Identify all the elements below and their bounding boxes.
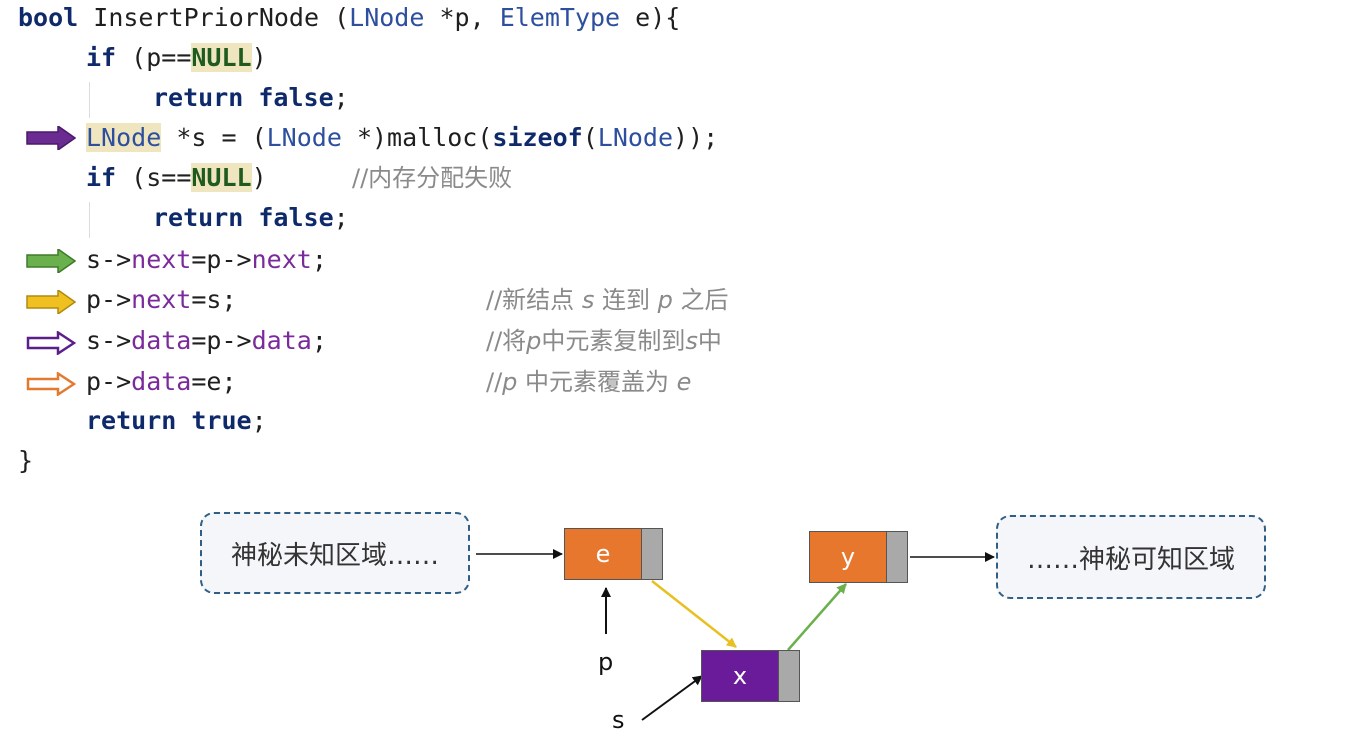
code-line-return-true: return true; xyxy=(0,403,267,439)
paren-close: )); xyxy=(673,123,719,152)
type-lnode: LNode xyxy=(597,123,674,152)
node-s: x xyxy=(701,650,800,702)
field-next: next xyxy=(131,285,192,314)
keyword-false: false xyxy=(258,83,334,112)
field-next: next xyxy=(131,245,192,274)
node-s-next-field xyxy=(778,651,799,701)
code-s-arrow: s-> xyxy=(86,326,132,355)
code-line-s-data: s->data=p->data; //将p中元素复制到s中 xyxy=(0,323,722,359)
field-next: next xyxy=(251,245,312,274)
arrow-right-filled-yellow-icon xyxy=(26,290,76,314)
code-p-arrow: p-> xyxy=(86,367,132,396)
keyword-null: NULL xyxy=(191,163,252,192)
condition-close: ) xyxy=(251,163,267,192)
arrow-right-outline-purple-icon xyxy=(26,331,76,355)
param-e: e){ xyxy=(620,3,681,32)
paren-open: ( xyxy=(582,123,598,152)
node-p: e xyxy=(564,528,663,580)
code-p-arrow: p-> xyxy=(86,285,132,314)
code-line-signature: bool InsertPriorNode (LNode *p, ElemType… xyxy=(0,0,680,36)
code-line-p-next: p->next=s; //新结点 s 连到 p 之后 xyxy=(0,282,728,318)
condition-open: (s== xyxy=(116,163,192,192)
code-line-p-data: p->data=e; //p 中元素覆盖为 e xyxy=(0,364,691,400)
pointer-s xyxy=(641,675,703,721)
link-x-to-y xyxy=(787,583,847,651)
node-next-next-field xyxy=(886,532,907,582)
param-p: *p, xyxy=(424,3,500,32)
field-data: data xyxy=(131,326,192,355)
arrow-right-filled-purple-icon xyxy=(26,126,76,150)
condition-open: (p== xyxy=(116,43,192,72)
code-line-s-next: s->next=p->next; xyxy=(0,242,327,278)
indent-guide xyxy=(89,82,90,118)
code-block: bool InsertPriorNode (LNode *p, ElemType… xyxy=(0,0,728,475)
semicolon: ; xyxy=(333,203,349,232)
keyword-false: false xyxy=(258,203,334,232)
keyword-true: true xyxy=(191,406,252,435)
label-s: s xyxy=(612,706,625,734)
keyword-bool: bool xyxy=(18,3,79,32)
var-s: *s = ( xyxy=(161,123,267,152)
keyword-return: return xyxy=(153,203,244,232)
code-eq-s: =s; xyxy=(191,285,237,314)
keyword-if: if xyxy=(86,163,117,192)
label-p: p xyxy=(598,648,614,676)
semicolon: ; xyxy=(311,326,327,355)
diagram-connectors xyxy=(476,549,995,721)
code-line-malloc: LNode *s = (LNode *)malloc(sizeof(LNode)… xyxy=(0,120,718,156)
keyword-null: NULL xyxy=(191,43,252,72)
semicolon: ; xyxy=(333,83,349,112)
code-eq-e: =e; xyxy=(191,367,237,396)
keyword-if: if xyxy=(86,43,117,72)
code-line-return-false: return false; xyxy=(0,200,349,236)
comment-copy-element: //将p中元素复制到s中 xyxy=(486,327,722,355)
comment-overwrite-element: //p 中元素覆盖为 e xyxy=(486,368,692,396)
link-e-to-x xyxy=(651,580,737,648)
code-line-return-false: return false; xyxy=(0,80,349,116)
semicolon: ; xyxy=(311,245,327,274)
field-data: data xyxy=(251,326,312,355)
node-next-data: y xyxy=(810,532,886,582)
comment-alloc-fail: //内存分配失败 xyxy=(352,164,513,192)
node-next: y xyxy=(809,531,908,583)
code-line-close-brace: } xyxy=(18,446,34,475)
linked-list-diagram: 神秘未知区域…… ……神秘可知区域 e y x p s xyxy=(0,480,1364,740)
code-eq-p-arrow: =p-> xyxy=(191,326,252,355)
comment-link-after-p: //新结点 s 连到 p 之后 xyxy=(486,286,729,314)
keyword-sizeof: sizeof xyxy=(492,123,583,152)
type-lnode: LNode xyxy=(349,3,425,32)
type-lnode: LNode xyxy=(266,123,342,152)
unknown-region: 神秘未知区域…… xyxy=(200,512,470,594)
indent-guide xyxy=(89,202,90,238)
code-s-arrow: s-> xyxy=(86,245,132,274)
keyword-return: return xyxy=(86,406,177,435)
arrow-right-filled-green-icon xyxy=(26,249,76,273)
arrow-right-outline-orange-icon xyxy=(26,372,76,396)
type-lnode: LNode xyxy=(86,123,162,152)
node-p-data: e xyxy=(565,529,641,579)
node-s-data: x xyxy=(702,651,778,701)
semicolon: ; xyxy=(251,406,267,435)
keyword-return: return xyxy=(153,83,244,112)
code-line-if-s-null: if (s==NULL) //内存分配失败 xyxy=(0,160,512,196)
code-eq-p-arrow: =p-> xyxy=(191,245,252,274)
code-line-if-p-null: if (p==NULL) xyxy=(0,40,267,76)
type-elemtype: ElemType xyxy=(499,3,621,32)
field-data: data xyxy=(131,367,192,396)
known-region: ……神秘可知区域 xyxy=(996,515,1266,599)
node-p-next-field xyxy=(641,529,662,579)
function-name: InsertPriorNode ( xyxy=(78,3,350,32)
condition-close: ) xyxy=(251,43,267,72)
cast-malloc: *)malloc( xyxy=(341,123,493,152)
